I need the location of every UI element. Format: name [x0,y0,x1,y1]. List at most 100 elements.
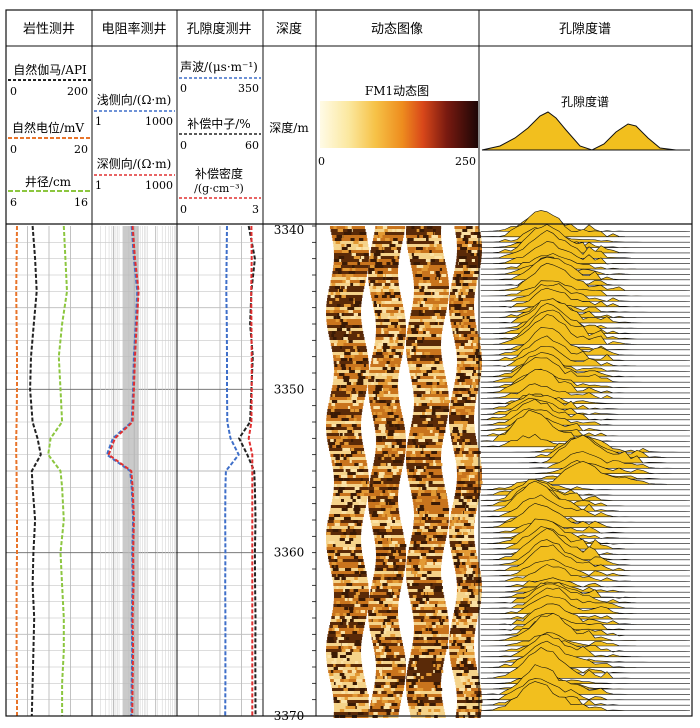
image-texture [381,283,385,286]
image-strip-band [371,298,402,301]
image-texture [420,397,426,400]
image-texture [465,592,469,595]
image-texture [473,241,480,244]
image-texture [462,268,466,271]
image-texture [425,586,431,589]
image-texture [419,445,426,448]
image-texture [471,565,477,568]
image-texture [436,664,441,667]
image-texture [432,370,440,373]
image-texture [463,424,470,427]
image-texture [378,472,385,475]
image-texture [340,535,347,538]
image-texture [327,544,333,547]
image-texture [396,325,401,328]
image-texture [475,700,480,703]
image-texture [434,361,440,364]
image-strip-band [333,712,369,715]
image-texture [459,568,462,571]
image-texture [463,277,468,280]
image-texture [384,442,392,445]
image-strip-band [328,445,364,448]
image-texture [411,328,417,331]
image-texture [459,580,463,583]
image-strip-band [413,619,449,622]
image-strip-band [456,481,482,484]
image-texture [354,604,361,607]
image-texture [466,478,469,481]
image-texture [331,400,338,403]
image-strip-band [449,310,475,313]
image-texture [410,454,417,457]
image-texture [371,703,375,706]
image-texture [421,415,427,418]
legend-den-label-1: 补偿密度 [195,166,243,181]
image-texture [344,352,351,355]
image-texture [349,358,353,361]
image-texture [412,661,415,664]
image-texture [449,523,454,526]
image-texture [353,520,359,523]
image-texture [341,529,346,532]
image-strip-band [333,262,369,265]
spectrum-row [481,558,690,577]
image-texture [389,520,396,523]
image-texture [341,511,347,514]
legend-cnl-label: 补偿中子/% [187,116,250,131]
image-texture [423,277,430,280]
image-texture [457,352,460,355]
image-texture [381,340,389,343]
image-texture [375,253,381,256]
image-texture [376,553,381,556]
image-texture [375,388,382,391]
image-texture [372,697,376,700]
image-texture [426,238,429,241]
image-texture [418,313,424,316]
image-strip-band [452,616,478,619]
image-texture [468,574,474,577]
image-texture [352,631,358,634]
image-texture [357,373,362,376]
image-texture [436,640,442,643]
image-strip-band [408,547,444,550]
image-texture [469,355,476,358]
image-texture [423,373,428,376]
image-texture [428,697,435,700]
image-texture [373,712,378,715]
image-texture [465,244,468,247]
image-texture [339,313,342,316]
image-texture [398,679,405,682]
image-texture [341,388,347,391]
image-texture [388,502,396,505]
image-texture [353,649,360,652]
image-texture [332,625,339,628]
image-texture [360,691,365,694]
image-texture [454,436,461,439]
image-texture [377,661,382,664]
image-strip-band [327,406,363,409]
image-strip-band [411,268,447,271]
image-texture [350,430,355,433]
image-texture [471,475,475,478]
image-strip-band [332,496,368,499]
image-texture [330,676,334,679]
image-texture [473,343,477,346]
image-texture [443,409,449,412]
image-strip-band [455,346,481,349]
image-texture [422,286,428,289]
image-texture [429,526,433,529]
image-texture [464,385,471,388]
image-strip-band [374,343,405,346]
image-texture [357,508,361,511]
image-texture [341,661,344,664]
image-texture [461,490,468,493]
image-texture [340,631,345,634]
image-strip-band [407,247,443,250]
image-strip-band [406,688,442,691]
image-texture [413,376,417,379]
image-texture [429,703,436,706]
image-strip-band [329,625,365,628]
image-texture [418,301,425,304]
image-strip-band [449,520,475,523]
image-texture [453,556,459,559]
